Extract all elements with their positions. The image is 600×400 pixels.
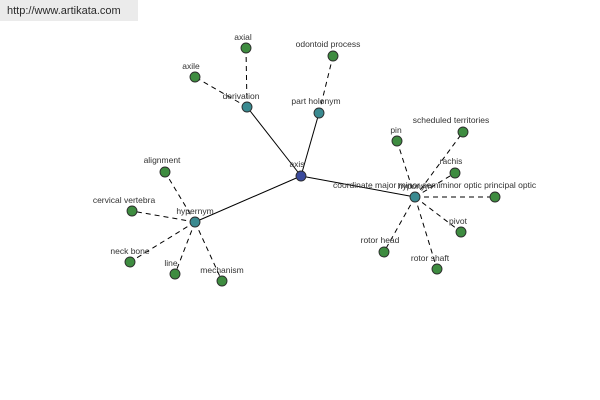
word-label-axile: axile <box>182 61 200 71</box>
word-label-axial: axial <box>234 32 252 42</box>
source-link[interactable]: http://www.artikata.com <box>7 5 121 17</box>
word-label-line: line <box>164 258 178 268</box>
word-label-alignment: alignment <box>144 155 181 165</box>
edges-layer <box>129 47 495 282</box>
word-node-line[interactable] <box>169 268 181 280</box>
edge-axis-part-holonym <box>300 112 320 177</box>
edge-axis-hyponym <box>300 175 416 198</box>
edge-hyponym-rotor-head <box>383 196 416 253</box>
word-label-rotor-shaft: rotor shaft <box>411 253 450 263</box>
nodes-layer <box>124 42 501 287</box>
edge-hyponym-rachis <box>414 172 456 198</box>
word-node-pin[interactable] <box>391 135 403 147</box>
word-label-rotor-head: rotor head <box>361 235 400 245</box>
word-label-odontoid-process: odontoid process <box>296 39 361 49</box>
word-node-pivot[interactable] <box>455 226 467 238</box>
relation-label-part-holonym: part holonym <box>291 96 340 106</box>
relation-label-hypernym: hypernym <box>176 206 213 216</box>
relation-label-derivation: derivation <box>223 91 260 101</box>
edge-hypernym-line <box>174 221 196 275</box>
word-node-scheduled-territories[interactable] <box>457 126 469 138</box>
relation-node-hyponym[interactable] <box>409 191 421 203</box>
edge-axis-hypernym <box>194 175 302 223</box>
relation-label-hyponym: hyponym <box>398 181 433 191</box>
root-node-label: axis <box>289 159 304 169</box>
edge-hyponym-pivot <box>414 196 462 233</box>
word-node-rachis[interactable] <box>449 167 461 179</box>
word-node-odontoid-process[interactable] <box>327 50 339 62</box>
edge-derivation-axile <box>194 76 248 108</box>
word-node-axile[interactable] <box>189 71 201 83</box>
relation-node-part-holonym[interactable] <box>313 107 325 119</box>
word-node-alignment[interactable] <box>159 166 171 178</box>
root-node-axis[interactable] <box>295 170 307 182</box>
word-label-pivot: pivot <box>449 216 468 226</box>
relation-node-derivation[interactable] <box>241 101 253 113</box>
word-label-mechanism: mechanism <box>200 265 243 275</box>
word-label-coordinate-major-minor-semiminor-optic-principal-optic: coordinate major minor semiminor optic p… <box>333 180 537 190</box>
edge-hypernym-neck-bone <box>129 221 196 263</box>
word-label-scheduled-territories: scheduled territories <box>413 115 490 125</box>
word-label-pin: pin <box>390 125 402 135</box>
word-label-neck-bone: neck bone <box>110 246 149 256</box>
word-label-rachis: rachis <box>440 156 463 166</box>
word-node-coordinate-major-minor-semiminor-optic-principal-optic[interactable] <box>489 191 501 203</box>
edge-axis-derivation <box>246 106 302 177</box>
word-node-mechanism[interactable] <box>216 275 228 287</box>
edge-derivation-axial <box>245 47 248 108</box>
edge-hypernym-mechanism <box>194 221 223 282</box>
labels-layer: axis derivation axial axile part holonym odon… <box>93 32 537 275</box>
edge-hypernym-alignment <box>164 171 196 223</box>
word-node-axial[interactable] <box>240 42 252 54</box>
edge-hyponym-pin <box>396 140 416 198</box>
word-label-cervical-vertebra: cervical vertebra <box>93 195 156 205</box>
word-node-rotor-head[interactable] <box>378 246 390 258</box>
edge-hypernym-cervical-vertebra <box>131 210 196 223</box>
edge-hyponym-scheduled-territories <box>414 131 464 198</box>
word-node-rotor-shaft[interactable] <box>431 263 443 275</box>
word-node-neck-bone[interactable] <box>124 256 136 268</box>
word-node-cervical-vertebra[interactable] <box>126 205 138 217</box>
source-banner: http://www.artikata.com <box>0 0 138 21</box>
edge-hyponym-rotor-shaft <box>414 196 438 270</box>
relation-node-hypernym[interactable] <box>189 216 201 228</box>
edge-part-holonym-odontoid-process <box>318 55 334 114</box>
